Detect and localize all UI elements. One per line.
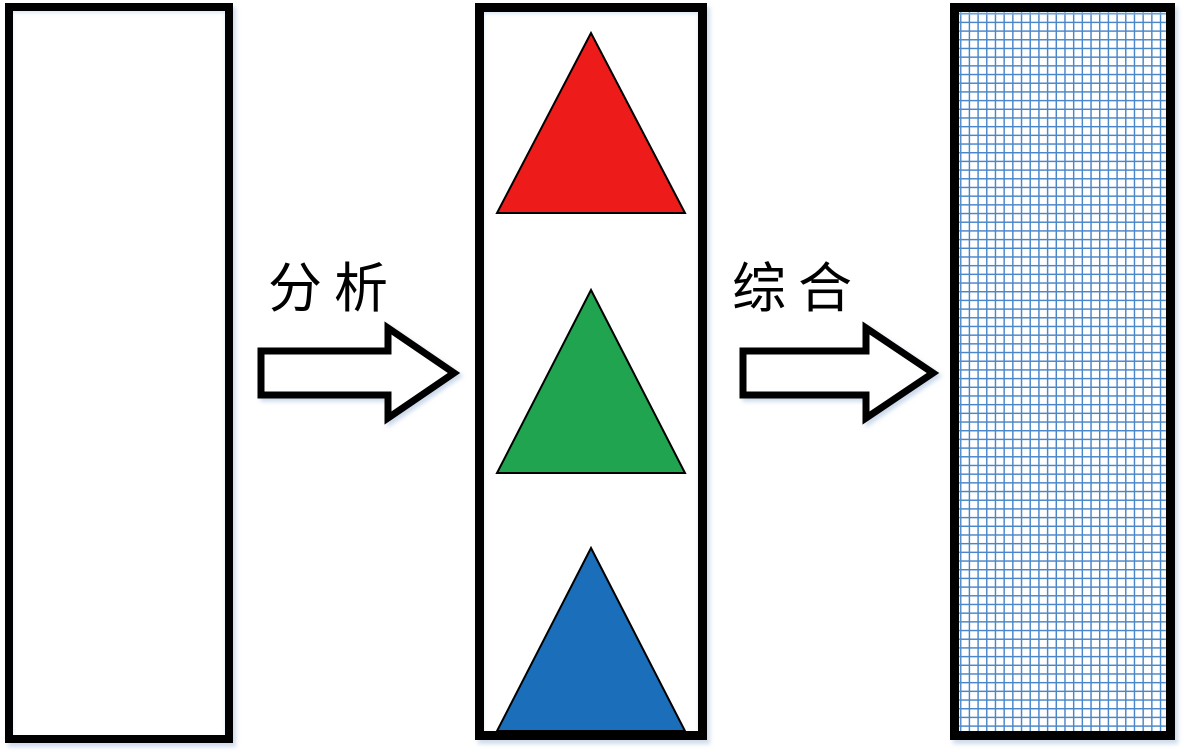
red-triangle-shape: [495, 30, 687, 214]
green-triangle-shape: [495, 287, 687, 474]
synthesized-whole-box: [950, 3, 1175, 740]
analysis-arrow-label: 分析: [268, 257, 400, 320]
synthesis-arrow-label: 综合: [732, 257, 864, 320]
blue-triangle: [495, 545, 687, 732]
blue-triangle-shape: [495, 545, 687, 732]
right-block-arrow-icon: [257, 321, 461, 425]
whole-object-box: [5, 3, 233, 743]
green-triangle: [495, 287, 687, 474]
synthesis-arrow: [739, 321, 940, 425]
components-box: [475, 3, 707, 740]
red-triangle: [495, 30, 687, 214]
right-block-arrow-icon: [739, 321, 940, 425]
analysis-arrow: [257, 321, 461, 425]
